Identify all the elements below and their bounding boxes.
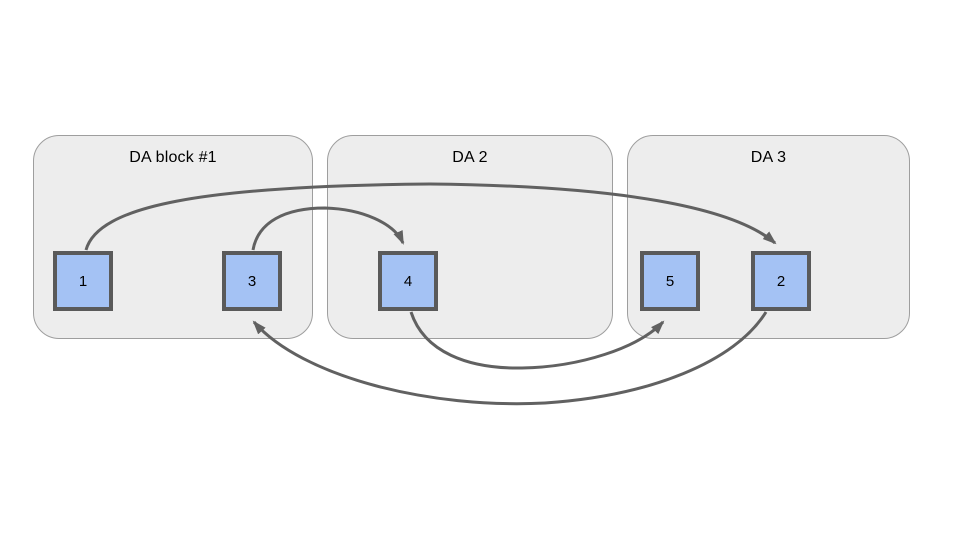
da-block-2: DA 2 <box>327 135 613 339</box>
node-2-label: 2 <box>776 272 786 290</box>
node-1-label: 1 <box>78 272 88 290</box>
node-4-label: 4 <box>403 272 413 290</box>
node-4: 4 <box>378 251 438 311</box>
node-3-label: 3 <box>247 272 257 290</box>
node-5: 5 <box>640 251 700 311</box>
da-block-1-title: DA block #1 <box>129 149 217 166</box>
da-block-2-title: DA 2 <box>452 149 488 166</box>
node-3: 3 <box>222 251 282 311</box>
da-block-3-title: DA 3 <box>750 149 787 166</box>
node-1: 1 <box>53 251 113 311</box>
node-2: 2 <box>751 251 811 311</box>
node-5-label: 5 <box>665 272 675 290</box>
